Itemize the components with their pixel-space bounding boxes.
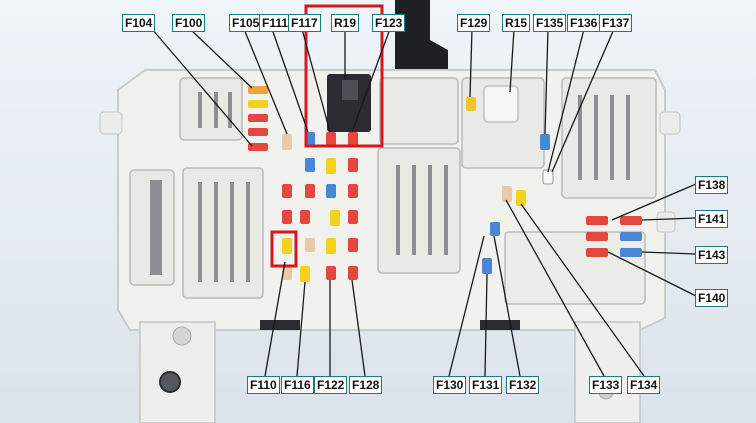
- label-f129: F129: [457, 14, 491, 32]
- label-f111: F111: [259, 14, 292, 32]
- label-r15: R15: [502, 14, 531, 32]
- label-f123: F123: [372, 14, 406, 32]
- top-bracket: [395, 0, 448, 72]
- label-f131: F131: [469, 376, 503, 394]
- label-f110: F110: [247, 376, 280, 394]
- label-f130: F130: [433, 376, 467, 394]
- label-f128: F128: [349, 376, 383, 394]
- label-f140: F140: [695, 289, 729, 307]
- label-f132: F132: [506, 376, 540, 394]
- relay-icon: [483, 85, 519, 123]
- mounting-bracket-right: [574, 321, 641, 423]
- fuse-icon: [466, 97, 642, 274]
- fuse-icon: [248, 86, 268, 151]
- label-f136: F136: [567, 14, 601, 32]
- leader-lines: [151, 28, 697, 377]
- label-f116: F116: [281, 376, 314, 394]
- label-f135: F135: [533, 14, 567, 32]
- label-f105: F105: [229, 14, 263, 32]
- mounting-bracket-left: [139, 321, 216, 423]
- label-r19: R19: [331, 14, 360, 32]
- side-tab-right: [659, 111, 681, 135]
- highlight-box-r19: [304, 4, 384, 148]
- label-f100: F100: [172, 14, 206, 32]
- label-f134: F134: [627, 376, 661, 394]
- label-f117: F117: [288, 14, 321, 32]
- label-f137: F137: [599, 14, 633, 32]
- mounting-hole: [172, 326, 192, 346]
- side-tab-left: [99, 111, 123, 135]
- connector-icon: [129, 77, 657, 305]
- label-f143: F143: [695, 246, 729, 264]
- label-f138: F138: [695, 176, 729, 194]
- label-f141: F141: [695, 210, 729, 228]
- label-f122: F122: [314, 376, 348, 394]
- label-f104: F104: [122, 14, 156, 32]
- mounting-bolt: [159, 371, 181, 393]
- relay-icon: [327, 74, 371, 132]
- label-f133: F133: [589, 376, 623, 394]
